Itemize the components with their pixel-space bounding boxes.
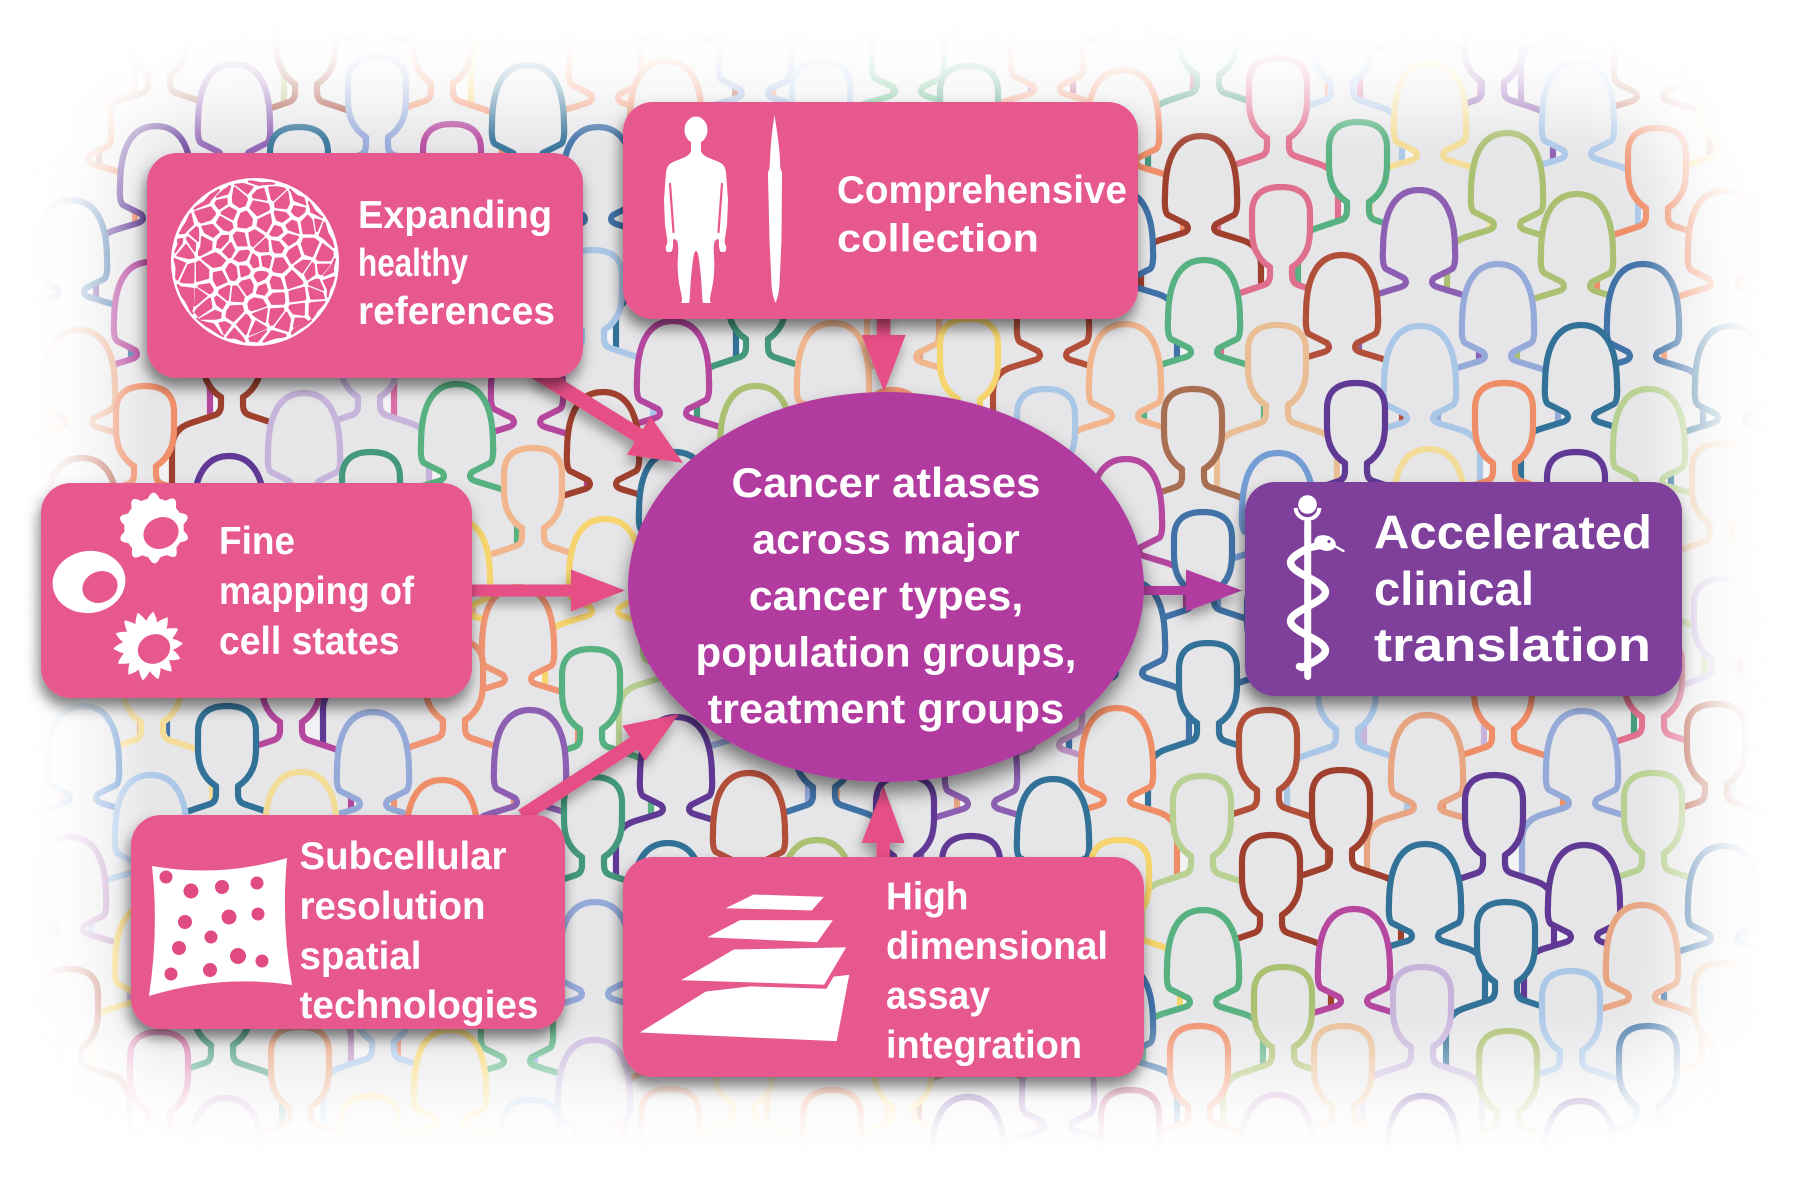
svg-text:resolution: resolution <box>300 885 486 928</box>
svg-text:treatment groups: treatment groups <box>708 685 1065 732</box>
svg-text:cancer types,: cancer types, <box>749 572 1024 619</box>
svg-text:Comprehensive: Comprehensive <box>837 169 1127 212</box>
svg-text:collection: collection <box>837 218 1039 261</box>
svg-text:Cancer atlases: Cancer atlases <box>732 459 1041 506</box>
svg-text:healthy: healthy <box>358 242 468 285</box>
svg-text:Accelerated: Accelerated <box>1374 506 1652 559</box>
svg-text:technologies: technologies <box>300 984 539 1027</box>
svg-text:spatial: spatial <box>300 935 422 978</box>
svg-text:integration: integration <box>886 1024 1082 1067</box>
svg-text:mapping of: mapping of <box>219 570 415 613</box>
svg-text:High: High <box>886 876 969 919</box>
svg-text:references: references <box>358 290 555 333</box>
svg-text:Expanding: Expanding <box>358 194 552 237</box>
svg-text:Fine: Fine <box>219 520 295 563</box>
svg-text:cell states: cell states <box>219 620 400 663</box>
svg-text:translation: translation <box>1374 618 1651 671</box>
svg-text:clinical: clinical <box>1374 562 1534 615</box>
svg-text:dimensional: dimensional <box>886 925 1108 968</box>
svg-text:Subcellular: Subcellular <box>300 835 507 878</box>
svg-text:assay: assay <box>886 975 990 1018</box>
svg-text:population groups,: population groups, <box>696 629 1077 676</box>
svg-text:across major: across major <box>752 516 1020 563</box>
